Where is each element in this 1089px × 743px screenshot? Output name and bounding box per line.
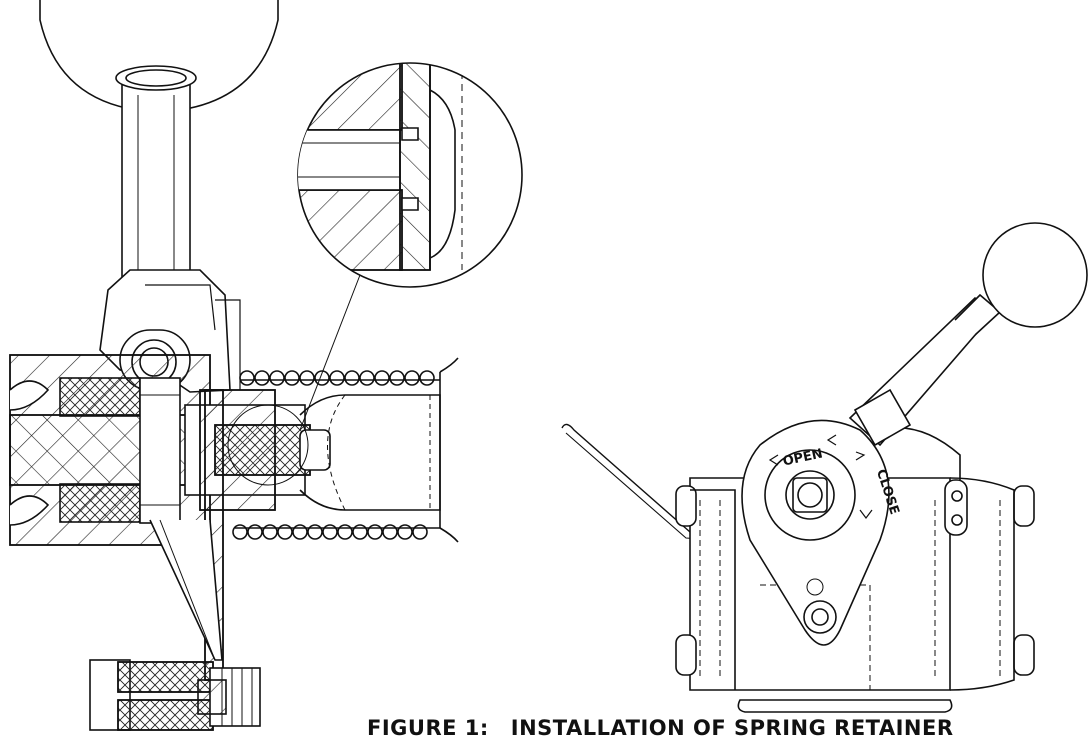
caption-number: FIGURE 1: — [367, 716, 489, 740]
detail-view — [297, 62, 523, 288]
detail-leader — [299, 274, 361, 431]
bottom-fitting — [89, 659, 261, 731]
caption-title: INSTALLATION OF SPRING RETAINER — [510, 716, 954, 740]
spring-coils-top — [239, 370, 440, 386]
pipe-stem — [121, 79, 191, 281]
handle-ball — [982, 222, 1088, 328]
spring-coils-bottom — [232, 524, 440, 540]
front-view — [561, 222, 1088, 713]
retainer-wire — [561, 423, 801, 541]
figure-caption: FIGURE 1: INSTALLATION OF SPRING RETAINER — [367, 716, 1087, 743]
section-view — [9, 0, 459, 731]
dial-plate — [741, 419, 890, 646]
